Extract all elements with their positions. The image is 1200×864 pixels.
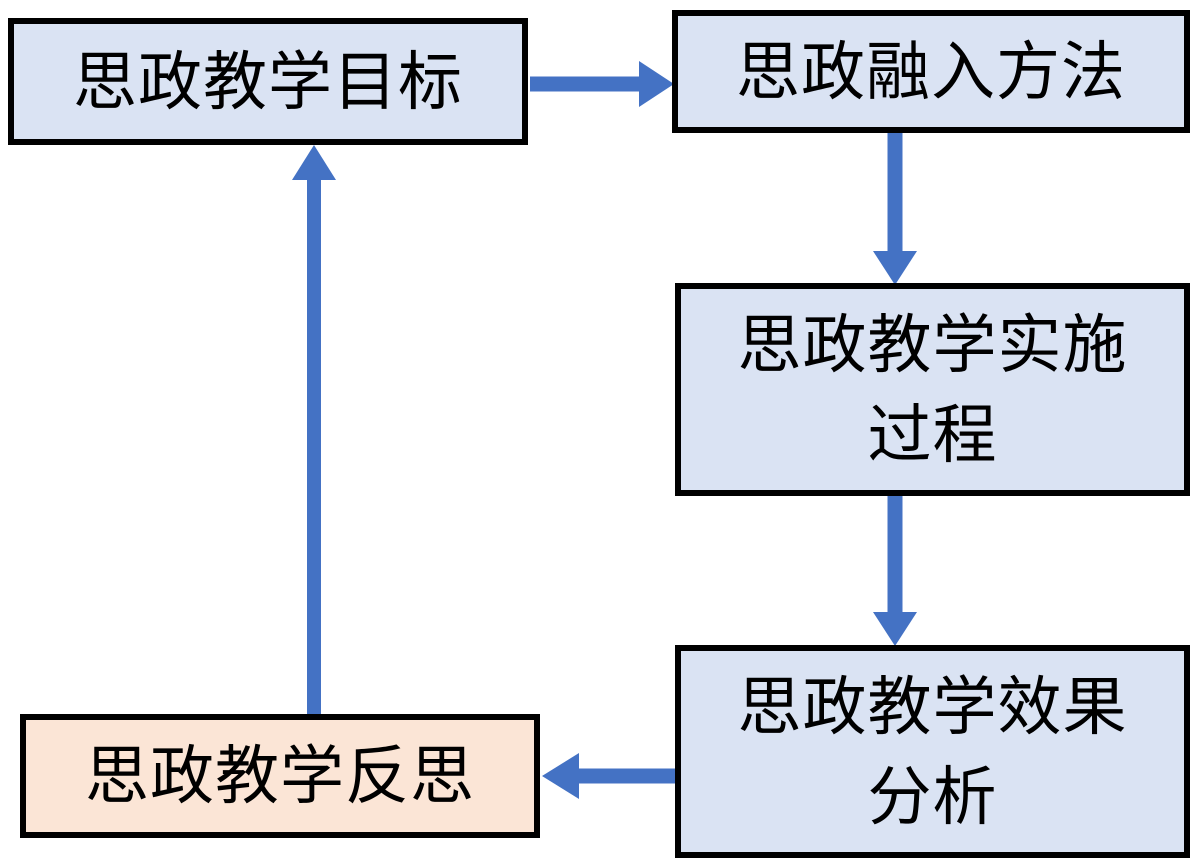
node-analysis-label-line2: 分析	[867, 760, 998, 833]
node-method: 思政融入方法	[672, 10, 1190, 133]
arrow-analysis-to-reflection	[542, 753, 676, 799]
node-implementation-label-line2: 过程	[867, 398, 998, 471]
node-reflection-label: 思政教学反思	[85, 740, 475, 812]
node-method-label: 思政融入方法	[736, 35, 1126, 108]
arrow-method-to-implementation	[873, 133, 917, 285]
node-goal: 思政教学目标	[8, 18, 528, 145]
node-analysis-label-line1: 思政教学效果	[737, 670, 1128, 743]
arrow-goal-to-method	[530, 61, 674, 107]
node-implementation-label-line1: 思政教学实施	[737, 308, 1128, 381]
node-reflection: 思政教学反思	[20, 714, 540, 838]
arrow-reflection-to-goal	[292, 145, 336, 714]
node-implementation: 思政教学实施 过程	[675, 283, 1190, 496]
node-analysis: 思政教学效果 分析	[675, 645, 1190, 858]
node-goal-label: 思政教学目标	[73, 45, 463, 118]
arrow-implementation-to-analysis	[873, 496, 917, 646]
